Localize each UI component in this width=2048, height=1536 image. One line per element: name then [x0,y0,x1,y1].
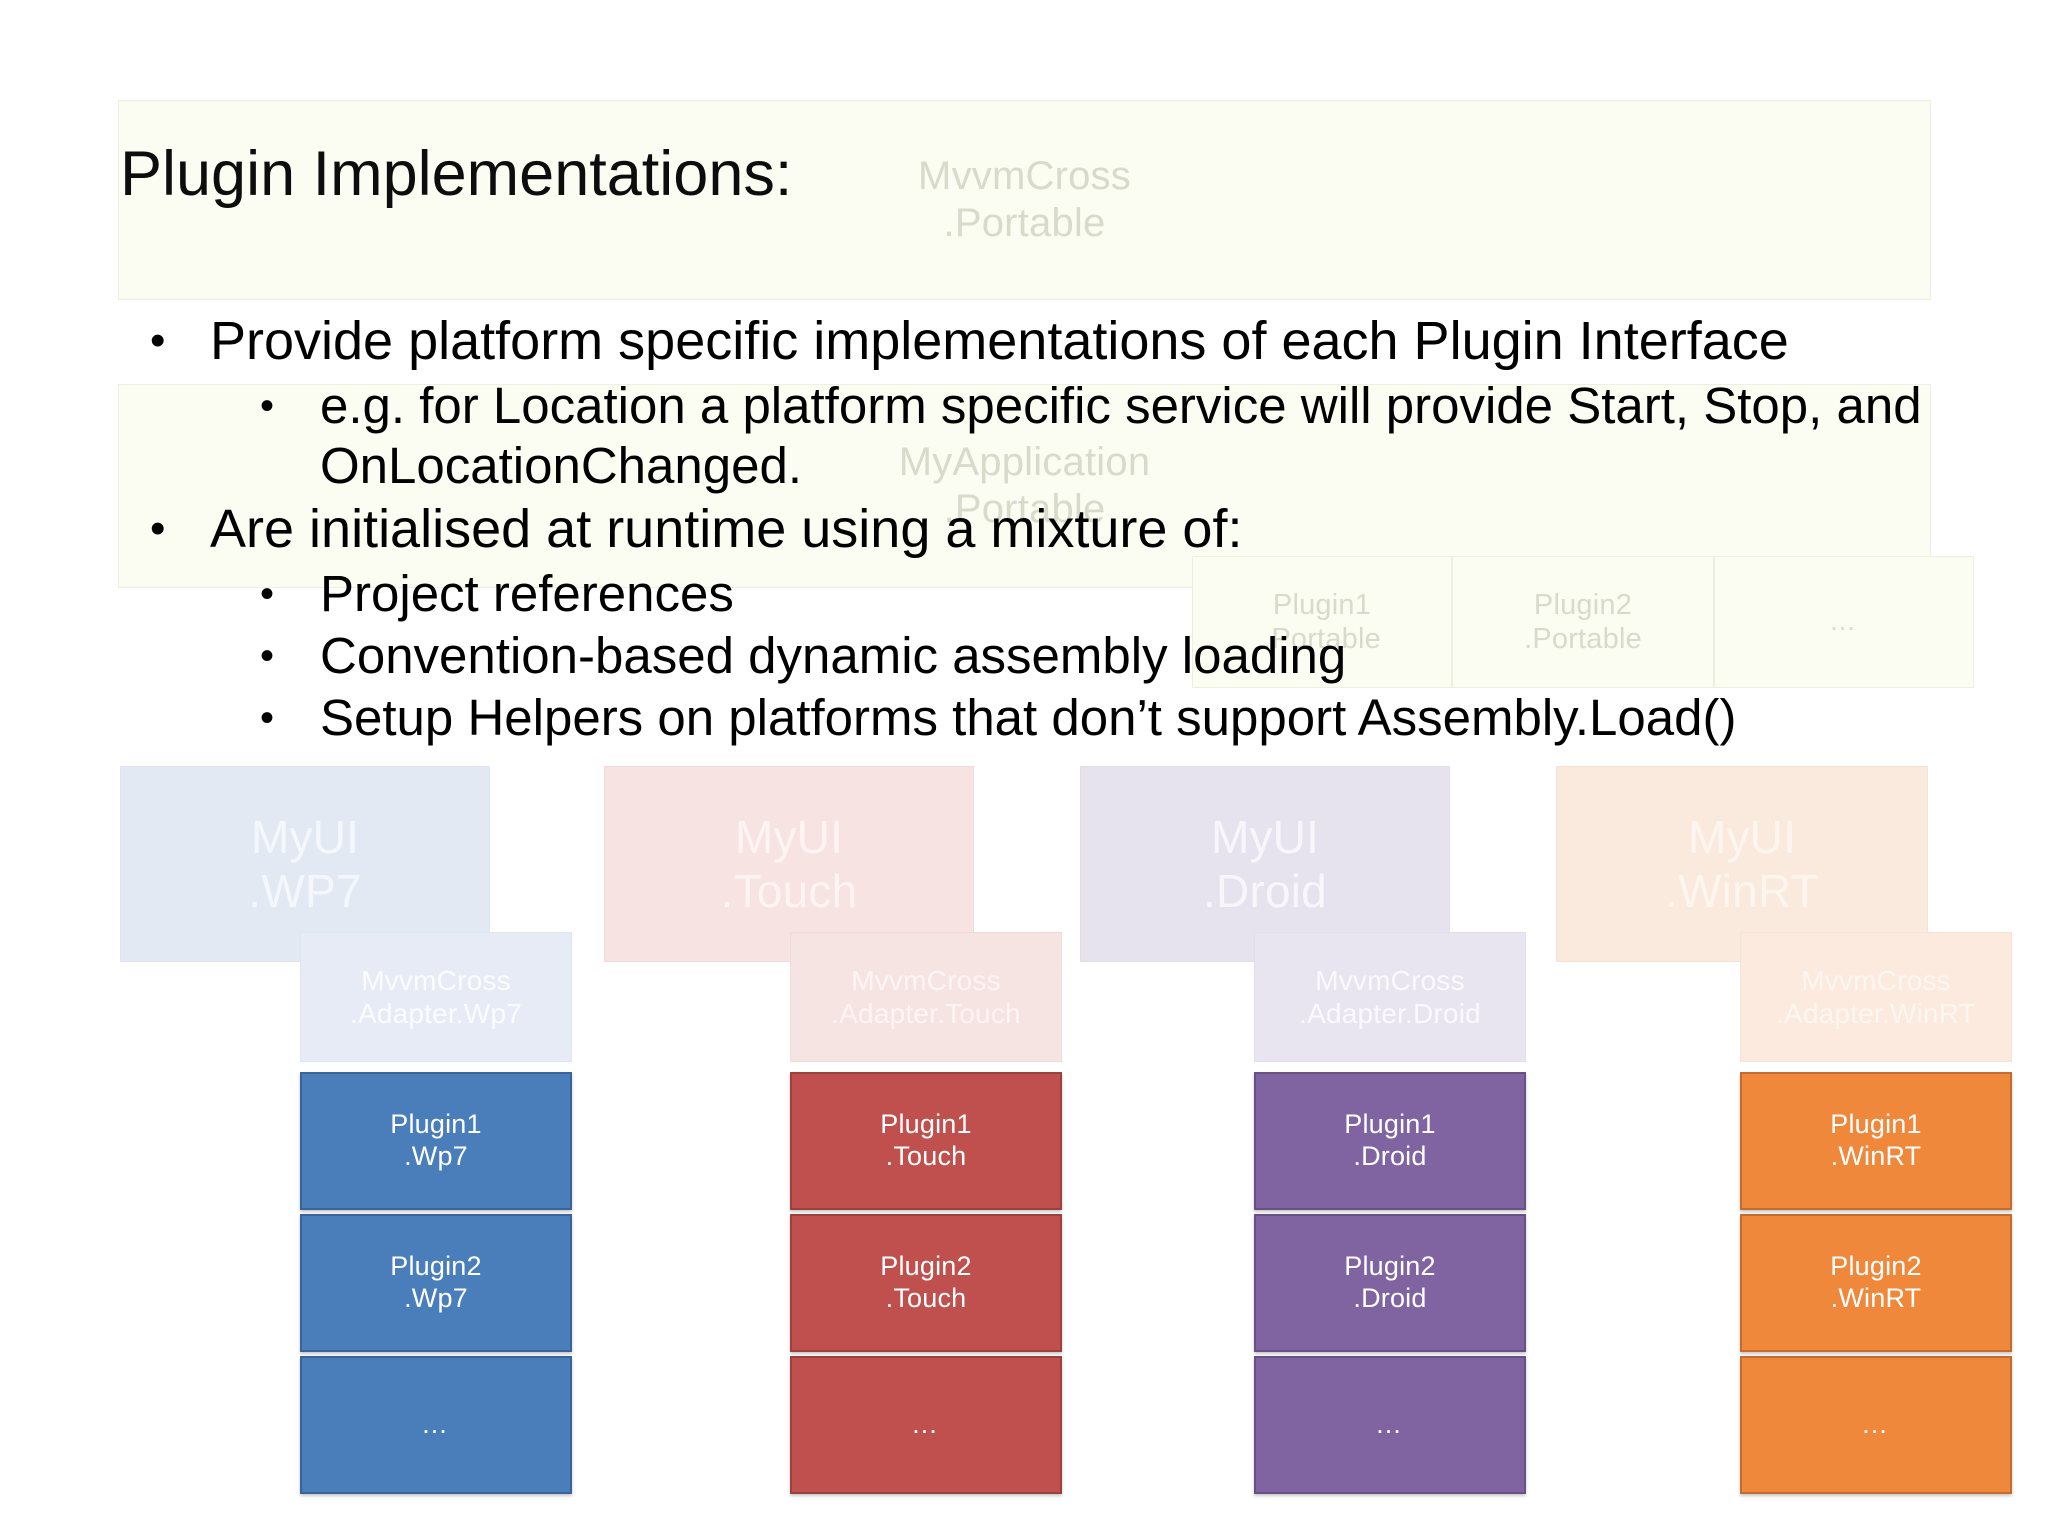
box-line1: MvvmCross [1801,964,1951,996]
box-line2: .Wp7 [404,1141,468,1171]
box-line2: .Touch [885,1283,967,1313]
box-line2: .Wp7 [404,1283,468,1313]
box-line2: .Touch [720,865,858,917]
box-line1: Plugin2 [390,1251,482,1282]
diagram-box-adapter-winrt: MvvmCross .Adapter.WinRT [1740,932,2012,1062]
diagram-box-mvvmcross-portable: MvvmCross .Portable [118,100,1931,300]
diagram-box-plugin-more-portable: … [1714,556,1974,688]
box-line1: MyUI [1210,810,1320,863]
box-line2: .Adapter.Droid [1299,998,1481,1029]
diagram-box-plugin2-winrt: Plugin2 .WinRT [1740,1214,2012,1352]
box-line2: .Adapter.WinRT [1776,998,1976,1029]
diagram-box-plugin2-wp7: Plugin2 .Wp7 [300,1214,572,1352]
box-line1: … [1829,606,1859,637]
box-line2: .Touch [885,1141,967,1171]
diagram-box-plugin-more-droid: … [1254,1356,1526,1494]
box-line2: .Droid [1353,1283,1427,1313]
box-line2: .Droid [1203,865,1327,917]
box-line2: .Portable [943,487,1106,531]
box-line1: MyApplication [898,439,1151,484]
diagram-box-plugin2-portable: Plugin2 .Portable [1452,556,1714,688]
diagram-box-plugin1-touch: Plugin1 .Touch [790,1072,1062,1210]
diagram-box-plugin-more-touch: … [790,1356,1062,1494]
box-line1: Plugin1 [1344,1109,1436,1140]
diagram-box-adapter-touch: MvvmCross .Adapter.Touch [790,932,1062,1062]
box-line2: .Portable [1263,623,1381,655]
diagram-box-plugin1-droid: Plugin1 .Droid [1254,1072,1526,1210]
diagram-box-myui-wp7: MyUI .WP7 [120,766,490,962]
box-line2: .WinRT [1830,1141,1922,1171]
diagram-box-plugin-more-wp7: … [300,1356,572,1494]
diagram-box-plugin1-portable: Plugin1 .Portable [1192,556,1452,688]
box-line1: MyUI [250,810,360,863]
box-line2: .WP7 [248,865,362,917]
diagram-box-adapter-droid: MvvmCross .Adapter.Droid [1254,932,1526,1062]
box-line1: Plugin1 [1830,1109,1922,1140]
diagram-box-myui-touch: MyUI .Touch [604,766,974,962]
box-line1: Plugin2 [880,1251,972,1282]
diagram-box-plugin1-winrt: Plugin1 .WinRT [1740,1072,2012,1210]
box-line1: … [911,1409,941,1440]
diagram-box-plugin2-touch: Plugin2 .Touch [790,1214,1062,1352]
box-line1: MvvmCross [1315,964,1465,996]
diagram-box-plugin2-droid: Plugin2 .Droid [1254,1214,1526,1352]
diagram-box-myui-winrt: MyUI .WinRT [1556,766,1928,962]
box-line2: .Portable [943,201,1106,245]
box-line1: … [1861,1409,1891,1440]
box-line2: .Adapter.Wp7 [349,998,523,1029]
diagram-box-myapplication-portable: MyApplication .Portable [118,384,1931,588]
box-line1: Plugin1 [1272,588,1372,621]
box-line1: … [421,1409,451,1440]
box-line1: … [1375,1409,1405,1440]
box-line2: .Portable [1524,623,1642,655]
box-line2: .WinRT [1665,865,1819,917]
box-line1: Plugin2 [1533,588,1633,621]
box-line1: Plugin1 [880,1109,972,1140]
diagram-box-plugin1-wp7: Plugin1 .Wp7 [300,1072,572,1210]
box-line2: .Adapter.Touch [831,998,1021,1029]
box-line2: .Droid [1353,1141,1427,1171]
box-line1: MyUI [734,810,844,863]
box-line1: MvvmCross [918,153,1131,198]
box-line1: MyUI [1687,810,1797,863]
diagram-box-adapter-wp7: MvvmCross .Adapter.Wp7 [300,932,572,1062]
box-line1: MvvmCross [361,964,511,996]
box-line1: Plugin1 [390,1109,482,1140]
box-line1: Plugin2 [1830,1251,1922,1282]
diagram-box-myui-droid: MyUI .Droid [1080,766,1450,962]
box-line1: Plugin2 [1344,1251,1436,1282]
diagram-box-plugin-more-winrt: … [1740,1356,2012,1494]
box-line1: MvvmCross [851,964,1001,996]
box-line2: .WinRT [1830,1283,1922,1313]
